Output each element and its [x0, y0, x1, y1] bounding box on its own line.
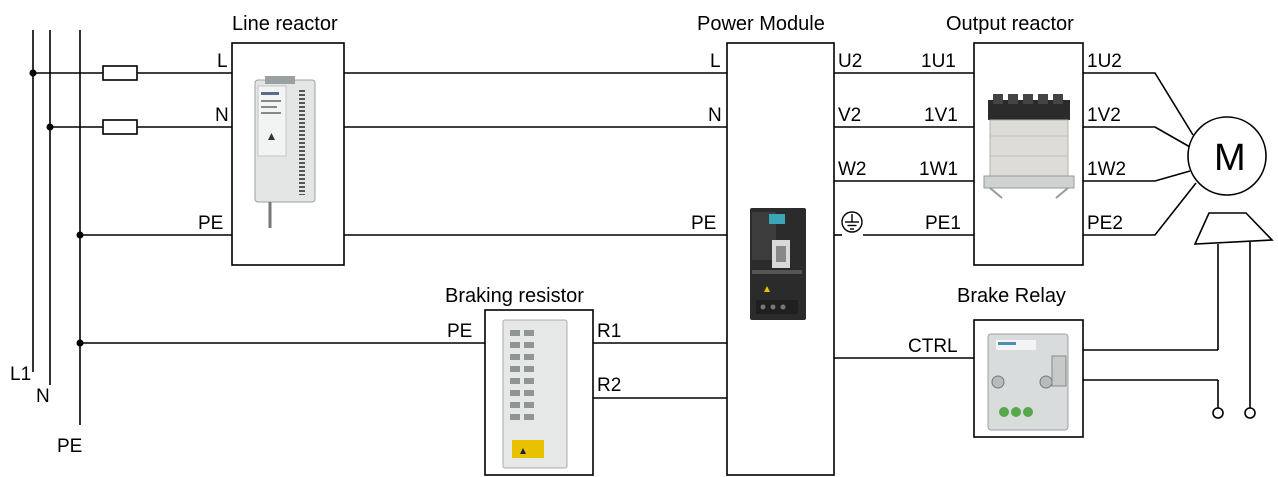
- output-reactor-device-image: [983, 94, 1075, 199]
- ground-icon: [841, 211, 863, 233]
- braking-resistor: Braking resistor PE R1 R2: [80, 285, 727, 476]
- power-module-w2-label: W2: [838, 159, 867, 180]
- module-to-output-wiring: [834, 72, 974, 236]
- output-reactor-title: Output reactor: [946, 13, 1074, 35]
- power-module-v2-label: V2: [838, 105, 861, 126]
- line-reactor-title: Line reactor: [232, 13, 338, 35]
- line-reactor: Line reactor L N PE: [198, 13, 345, 266]
- output-reactor-1u2-label: 1U2: [1087, 51, 1122, 72]
- motor-label: M: [1214, 137, 1246, 179]
- braking-resistor-r2-label: R2: [597, 375, 621, 396]
- output-reactor-pe2-label: PE2: [1087, 213, 1123, 234]
- output-to-motor-wiring: [1083, 72, 1197, 236]
- output-reactor-1v2-label: 1V2: [1087, 105, 1121, 126]
- supply-pe-label: PE: [57, 436, 82, 457]
- braking-resistor-device-image: [502, 319, 568, 469]
- power-module: Power Module L N PE U2 V2 W2: [691, 13, 867, 476]
- power-module-u2-label: U2: [838, 51, 862, 72]
- input-wiring: [33, 65, 232, 236]
- power-module-pe-label: PE: [691, 213, 716, 234]
- output-reactor: Output reactor 1U1 1V1 1W1 PE1 1U2 1V2 1…: [919, 13, 1126, 266]
- output-reactor-1u1-label: 1U1: [921, 51, 956, 72]
- motor: M: [1187, 116, 1274, 419]
- brake-terminal-1: [1212, 407, 1224, 419]
- braking-resistor-title: Braking resistor: [445, 285, 584, 307]
- line-reactor-l-label: L: [217, 51, 228, 72]
- power-module-device-image: [750, 208, 806, 320]
- power-module-l-label: L: [710, 51, 721, 72]
- supply-n-label: N: [36, 386, 50, 407]
- brake-relay-ctrl-label: CTRL: [908, 336, 958, 357]
- fuse-n: [102, 119, 138, 135]
- output-reactor-1w1-label: 1W1: [919, 159, 958, 180]
- fuse-l: [102, 65, 138, 81]
- motor-brake-symbol: [1193, 212, 1274, 245]
- line-reactor-pe-label: PE: [198, 213, 223, 234]
- brake-relay-device-image: [987, 333, 1069, 431]
- power-module-title: Power Module: [697, 13, 825, 35]
- supply-l1-label: L1: [10, 364, 31, 385]
- brake-relay-title: Brake Relay: [957, 285, 1066, 307]
- brake-relay: Brake Relay CTRL: [834, 285, 1218, 438]
- braking-resistor-r1-label: R1: [597, 321, 621, 342]
- output-reactor-1w2-label: 1W2: [1087, 159, 1126, 180]
- power-module-n-label: N: [708, 105, 722, 126]
- output-reactor-pe1-label: PE1: [925, 213, 961, 234]
- line-reactor-n-label: N: [215, 105, 229, 126]
- brake-terminal-2: [1244, 407, 1256, 419]
- braking-resistor-pe-label: PE: [447, 321, 472, 342]
- motor-circle: [1187, 116, 1267, 196]
- output-reactor-1v1-label: 1V1: [924, 105, 958, 126]
- reactor-to-module-wiring: [344, 72, 727, 236]
- supply-bus: L1 N PE: [10, 30, 84, 457]
- line-reactor-device-image: [254, 76, 316, 228]
